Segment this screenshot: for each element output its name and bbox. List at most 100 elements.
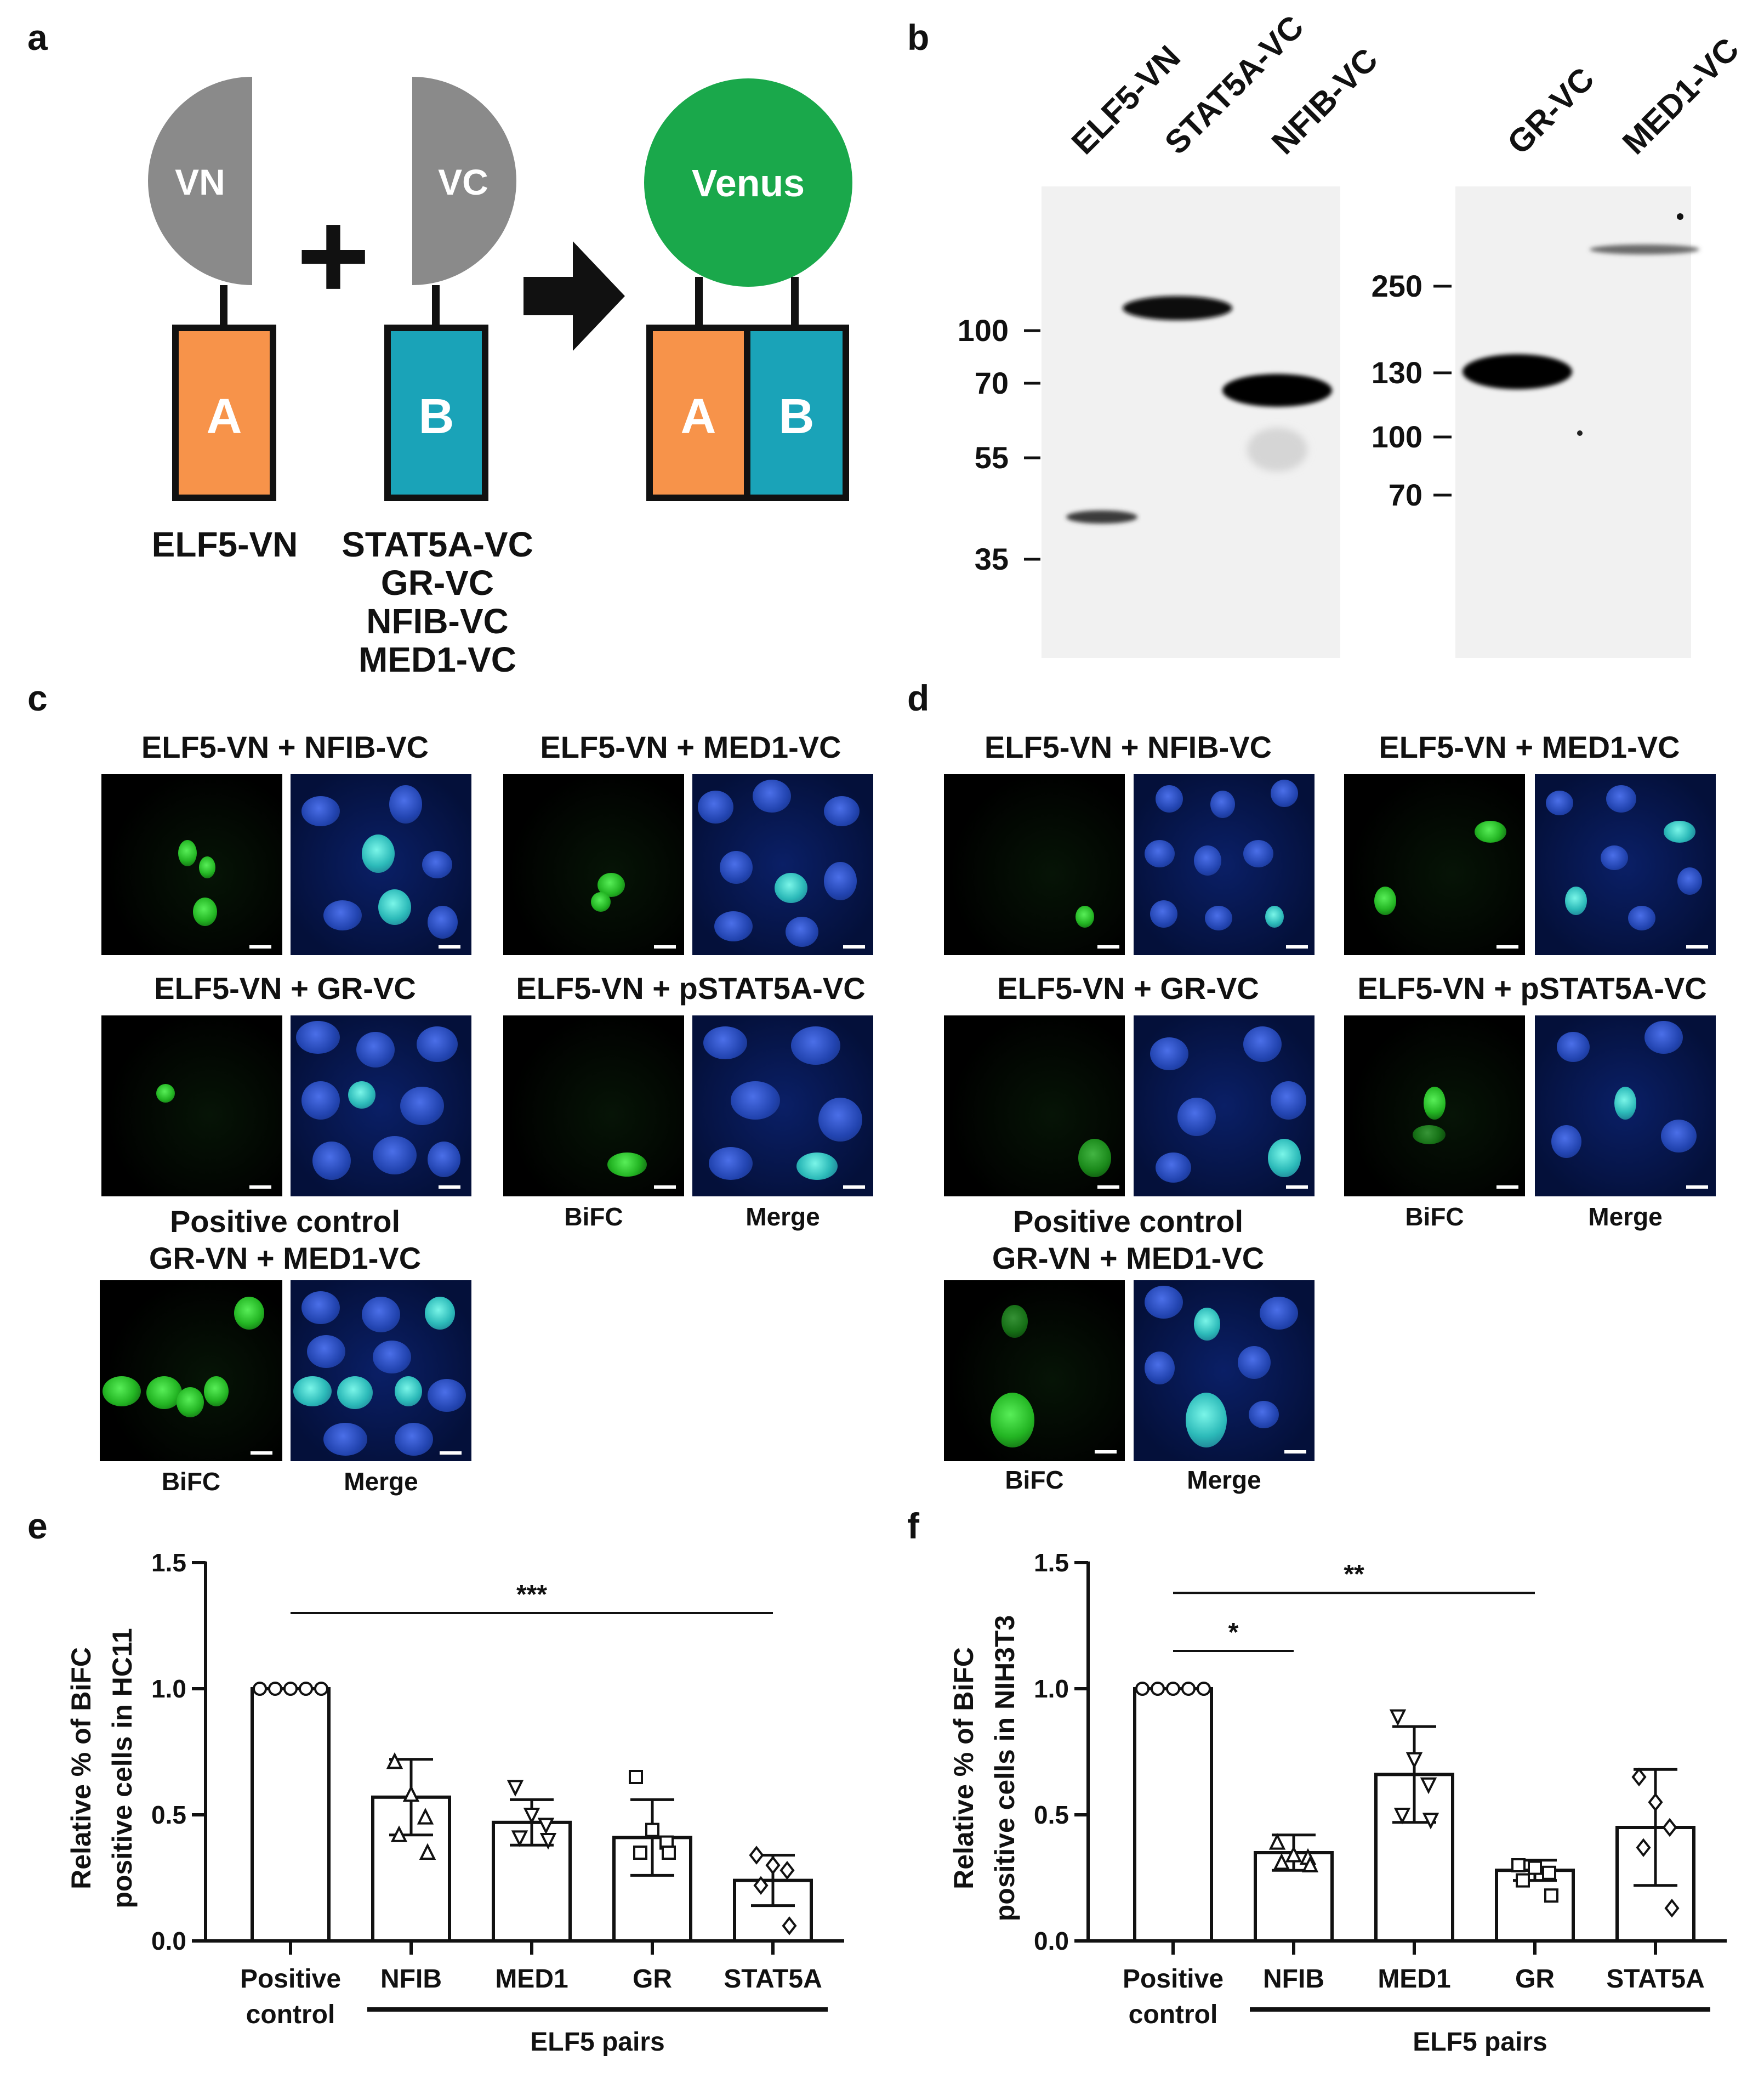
- chartf-ylabel-2: positive cells in NIH3T3: [989, 1615, 1020, 1922]
- charte-point-2-1: [523, 1808, 540, 1825]
- charte-point-4-0: [749, 1846, 764, 1865]
- charte-ytick-label-3: 1.5: [151, 1548, 186, 1577]
- chartf-point-4-4: [1664, 1898, 1680, 1918]
- charte-xtick-label-0-a: Positive: [240, 1965, 341, 1994]
- d-gr-merge-image: [1134, 1015, 1315, 1196]
- box-b-left-label: B: [419, 389, 454, 444]
- d-title-med1: ELF5-VN + MED1-VC: [1379, 730, 1680, 764]
- charte-point-3-1: [645, 1822, 659, 1837]
- charte-point-0-1: [268, 1682, 282, 1696]
- chartf-xtick-label-4: STAT5A: [1606, 1965, 1705, 1994]
- chartf-point-1-4: [1301, 1855, 1319, 1872]
- c-pstat5a-merge-image: [692, 1015, 873, 1196]
- charte-point-0-0: [253, 1682, 267, 1696]
- chartf-ytick-label-2: 1.0: [1034, 1674, 1069, 1703]
- marker-right-130: 130: [1372, 355, 1422, 390]
- c-gr-merge-image: [291, 1015, 471, 1196]
- charte-ytick-label-0: 0.0: [151, 1927, 186, 1955]
- chartf-group-label: ELF5 pairs: [1413, 2028, 1547, 2057]
- chartf-ytick-label-3: 1.5: [1034, 1548, 1069, 1577]
- blot-membrane-left: [1042, 186, 1340, 658]
- d-caption-bifc-row2: BiFC: [1405, 1202, 1464, 1231]
- charte-point-3-4: [662, 1846, 676, 1860]
- panel-label-d: d: [907, 678, 930, 718]
- charte-point-3-0: [629, 1770, 643, 1784]
- lane-label-med1-vc: MED1-VC: [1615, 31, 1746, 161]
- charte-xtick-label-4: STAT5A: [724, 1965, 822, 1994]
- chartf-point-2-2: [1420, 1777, 1437, 1795]
- chartf-xtick-label-1: NFIB: [1263, 1965, 1324, 1994]
- chartf-point-1-1: [1285, 1846, 1302, 1863]
- chartf-ytick-label-1: 0.5: [1034, 1801, 1069, 1829]
- d-caption-bifc: BiFC: [1005, 1466, 1064, 1494]
- schematic-right-label-2: GR-VC: [381, 563, 494, 603]
- charte-point-1-2: [417, 1808, 434, 1825]
- marker-left-55: 55: [975, 440, 1009, 475]
- d-nfib-merge-image: [1134, 774, 1315, 955]
- chartf-point-3-3: [1516, 1873, 1530, 1888]
- c-title-nfib: ELF5-VN + NFIB-VC: [141, 730, 429, 764]
- chartf-point-2-1: [1405, 1752, 1423, 1769]
- blot-membrane-right: [1455, 186, 1691, 658]
- chartf-sig-label-0: *: [1228, 1618, 1239, 1647]
- chartf-point-0-2: [1166, 1682, 1180, 1696]
- western-blot: ELF5-VN STAT5A-VC NFIB-VC GR-VC MED1-VC …: [958, 8, 1746, 658]
- panel-label-c: c: [27, 678, 48, 718]
- d-pstat5a-merge-image: [1535, 1015, 1716, 1196]
- chartf-point-2-4: [1422, 1813, 1439, 1830]
- chartf-point-2-0: [1389, 1709, 1407, 1727]
- c-title-pstat5a: ELF5-VN + pSTAT5A-VC: [516, 971, 866, 1006]
- markers-right: 250 130 100 70: [1372, 269, 1452, 512]
- charte-sig-label-0: ***: [516, 1580, 547, 1609]
- d-title-gr: ELF5-VN + GR-VC: [997, 971, 1259, 1006]
- charte-point-1-3: [390, 1825, 408, 1842]
- charte-xtick-label-0-b: control: [246, 2000, 335, 2029]
- c-title-med1: ELF5-VN + MED1-VC: [540, 730, 841, 764]
- band-stat5a-vc: [1123, 296, 1232, 320]
- c-med1-merge-image: [692, 774, 873, 955]
- chartf-ylabel-1: Relative % of BiFC: [948, 1647, 979, 1889]
- panel-label-f: f: [907, 1506, 919, 1546]
- chartf-xtick-label-2: MED1: [1378, 1965, 1450, 1994]
- charte-ytick-label-1: 0.5: [151, 1801, 186, 1829]
- charte-ytick-label-2: 1.0: [151, 1674, 186, 1703]
- chartf-point-1-3: [1273, 1853, 1290, 1870]
- c-caption-merge: Merge: [344, 1467, 418, 1496]
- box-b-right-label: B: [779, 389, 815, 444]
- charte-xtick-label-3: GR: [633, 1965, 672, 1994]
- charte-point-2-0: [507, 1780, 524, 1797]
- marker-right-250: 250: [1372, 269, 1422, 303]
- panel-label-b: b: [907, 17, 930, 58]
- vc-label: VC: [438, 162, 488, 202]
- d-nfib-bifc-image: [944, 774, 1125, 955]
- marker-left-70: 70: [975, 366, 1009, 400]
- chartf-bar-0: [1133, 1687, 1213, 1943]
- marker-right-100: 100: [1372, 419, 1422, 454]
- d-title-positive: Positive control: [1012, 1204, 1244, 1239]
- chartf-ytick-label-0: 0.0: [1034, 1927, 1069, 1955]
- chartf-point-4-2: [1662, 1818, 1677, 1837]
- charte-point-2-2: [537, 1818, 555, 1835]
- plus-sign: +: [297, 185, 370, 326]
- d-title-pstat5a: ELF5-VN + pSTAT5A-VC: [1357, 971, 1707, 1006]
- c-title-positive: Positive control: [169, 1204, 401, 1239]
- marker-left-35: 35: [975, 542, 1009, 576]
- c-positive-merge-image: [291, 1280, 471, 1461]
- charte-xtick-label-1: NFIB: [380, 1965, 442, 1994]
- charte-ylabel-2: positive cells in HC11: [107, 1628, 138, 1908]
- schematic-right-label-1: STAT5A-VC: [342, 525, 533, 564]
- c-title-positive-pair: GR-VN + MED1-VC: [149, 1241, 422, 1275]
- charte-point-0-4: [314, 1682, 328, 1696]
- d-med1-merge-image: [1535, 774, 1716, 955]
- band-gr-vc: [1463, 354, 1572, 389]
- box-b-left: [384, 325, 488, 501]
- charte-point-4-2: [779, 1860, 795, 1880]
- box-a-left: [172, 325, 276, 501]
- chartf-point-2-3: [1393, 1808, 1411, 1825]
- c-med1-bifc-image: [503, 774, 684, 955]
- d-gr-bifc-image: [944, 1015, 1125, 1196]
- chartf-point-1-0: [1268, 1833, 1286, 1850]
- charte-point-4-4: [782, 1916, 797, 1935]
